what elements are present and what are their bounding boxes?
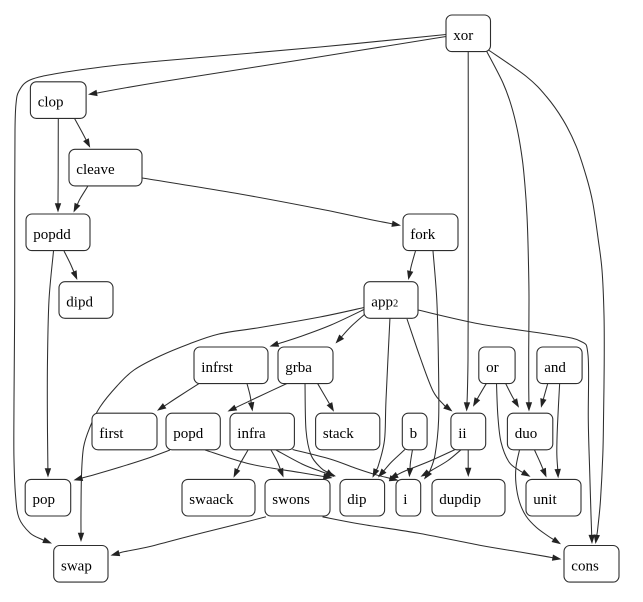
svg-text:pop: pop [33, 492, 56, 508]
svg-text:xor: xor [453, 28, 473, 44]
svg-text:b: b [410, 426, 418, 442]
svg-text:cons: cons [571, 558, 599, 574]
svg-text:infra: infra [237, 426, 266, 442]
svg-text:clop: clop [38, 95, 64, 111]
svg-text:swons: swons [272, 492, 310, 508]
svg-text:or: or [486, 360, 499, 376]
svg-text:duo: duo [515, 426, 538, 442]
svg-text:grba: grba [285, 360, 312, 376]
svg-text:infrst: infrst [201, 360, 233, 376]
svg-text:stack: stack [323, 426, 354, 442]
svg-text:dupdip: dupdip [439, 492, 481, 508]
svg-text:i: i [403, 492, 407, 508]
svg-text:ii: ii [458, 426, 466, 442]
svg-text:swaack: swaack [189, 492, 234, 508]
svg-text:popdd: popdd [33, 227, 71, 243]
svg-text:and: and [544, 360, 566, 376]
svg-text:dipd: dipd [66, 295, 93, 311]
svg-text:unit: unit [533, 492, 557, 508]
svg-text:cleave: cleave [76, 162, 115, 178]
svg-text:fork: fork [410, 227, 435, 243]
svg-text:app2: app2 [371, 295, 398, 311]
svg-text:dip: dip [347, 492, 366, 508]
svg-text:popd: popd [173, 426, 204, 442]
svg-text:swap: swap [61, 558, 92, 574]
svg-text:first: first [99, 426, 124, 442]
